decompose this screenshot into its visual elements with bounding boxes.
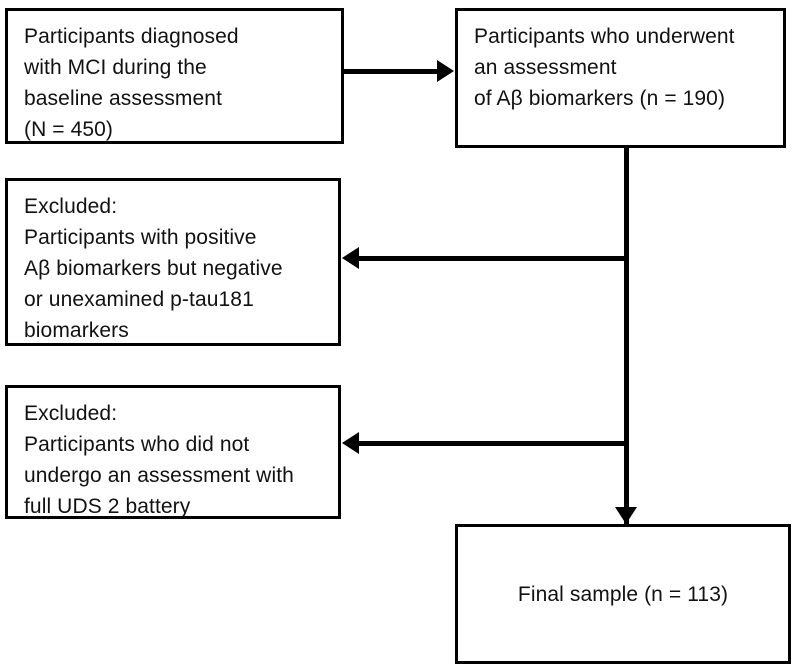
arrow-biomarkers-to-excluded-uds-line (359, 441, 627, 446)
excluded-uds-box: Excluded: Participants who did not under… (5, 385, 341, 519)
arrow-biomarkers-trunk-line (624, 148, 629, 524)
baseline-cohort-box: Participants diagnosed with MCI during t… (5, 8, 344, 144)
arrow-biomarkers-to-excluded-ptau-head-icon (342, 247, 359, 269)
arrow-baseline-to-biomarkers-line (344, 69, 438, 74)
arrow-biomarkers-to-final-head-icon (615, 507, 637, 524)
arrow-baseline-to-biomarkers-head-icon (437, 60, 454, 82)
arrow-biomarkers-to-excluded-uds-head-icon (342, 432, 359, 454)
arrow-biomarkers-to-excluded-ptau-line (359, 256, 627, 261)
biomarker-assessment-box: Participants who underwent an assessment… (455, 8, 786, 148)
final-sample-box: Final sample (n = 113) (455, 524, 791, 664)
excluded-ptau-box: Excluded: Participants with positive Aβ … (5, 178, 341, 346)
